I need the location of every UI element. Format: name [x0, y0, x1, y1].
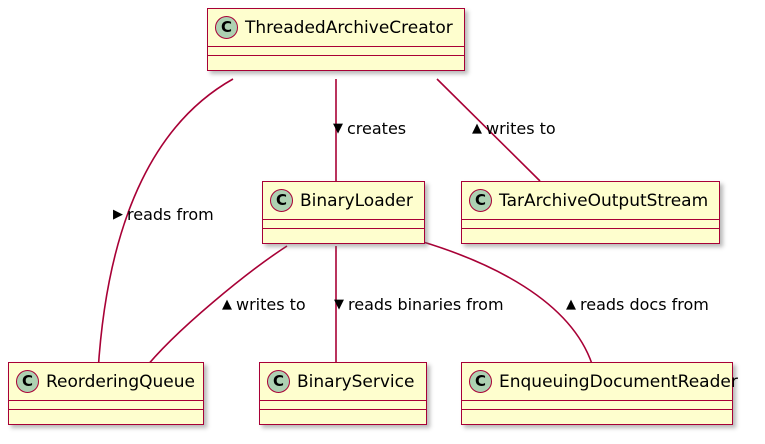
edge-label-creator-creates-loader: creates [333, 119, 406, 138]
arrow-down-icon [334, 298, 344, 311]
class-box-reordering-queue[interactable]: C ReorderingQueue [8, 362, 204, 425]
arrow-right-icon [113, 208, 123, 221]
attributes-compartment [208, 47, 464, 56]
class-name: ReorderingQueue [46, 371, 195, 392]
class-box-binary-loader[interactable]: C BinaryLoader [262, 181, 425, 244]
attributes-compartment [263, 220, 424, 229]
class-title: C ReorderingQueue [9, 363, 203, 401]
attributes-compartment [9, 401, 203, 410]
edge-label-loader-reads-binaries-from-service: reads binaries from [334, 295, 504, 314]
class-name: EnqueuingDocumentReader [499, 371, 738, 392]
class-name: BinaryService [297, 371, 415, 392]
class-box-tar-archive-output-stream[interactable]: C TarArchiveOutputStream [461, 181, 720, 244]
arrow-up-icon [472, 122, 482, 135]
class-title: C EnqueuingDocumentReader [462, 363, 738, 401]
methods-compartment [462, 410, 732, 424]
edge-label-text: reads binaries from [348, 295, 504, 314]
methods-compartment [263, 229, 424, 243]
edge-label-text: reads docs from [580, 295, 709, 314]
class-box-binary-service[interactable]: C BinaryService [259, 362, 427, 425]
methods-compartment [208, 56, 464, 70]
class-icon: C [469, 189, 492, 212]
arrow-up-icon [566, 298, 576, 311]
class-icon: C [469, 370, 492, 393]
attributes-compartment [260, 401, 426, 410]
edge-label-creator-reads-from-queue: reads from [113, 205, 214, 224]
class-icon: C [16, 370, 39, 393]
class-name: ThreadedArchiveCreator [245, 17, 453, 38]
methods-compartment [260, 410, 426, 424]
class-icon: C [267, 370, 290, 393]
class-name: BinaryLoader [300, 190, 413, 211]
edge-label-creator-writes-to-tar: writes to [472, 119, 556, 138]
edge-creator-writes-to-tar [436, 78, 541, 182]
edge-label-text: writes to [486, 119, 556, 138]
arrow-down-icon [333, 122, 343, 135]
edge-loader-reads-docs-from-reader [419, 240, 593, 365]
edge-label-loader-reads-docs-from-reader: reads docs from [566, 295, 709, 314]
class-name: TarArchiveOutputStream [499, 190, 709, 211]
edge-loader-writes-to-queue [141, 245, 288, 373]
edge-label-text: reads from [127, 205, 214, 224]
class-title: C BinaryService [260, 363, 426, 401]
methods-compartment [9, 410, 203, 424]
class-title: C TarArchiveOutputStream [462, 182, 719, 220]
class-title: C BinaryLoader [263, 182, 424, 220]
edge-label-loader-writes-to-queue: writes to [222, 295, 306, 314]
class-icon: C [270, 189, 293, 212]
attributes-compartment [462, 220, 719, 229]
arrow-up-icon [222, 298, 232, 311]
class-box-enqueuing-document-reader[interactable]: C EnqueuingDocumentReader [461, 362, 738, 425]
edge-creator-reads-from-queue [97, 78, 234, 373]
class-box-threaded-archive-creator[interactable]: C ThreadedArchiveCreator [207, 8, 465, 71]
edge-label-text: creates [347, 119, 407, 138]
edge-label-text: writes to [236, 295, 306, 314]
attributes-compartment [462, 401, 732, 410]
class-icon: C [215, 16, 238, 39]
methods-compartment [462, 229, 719, 243]
class-title: C ThreadedArchiveCreator [208, 9, 464, 47]
